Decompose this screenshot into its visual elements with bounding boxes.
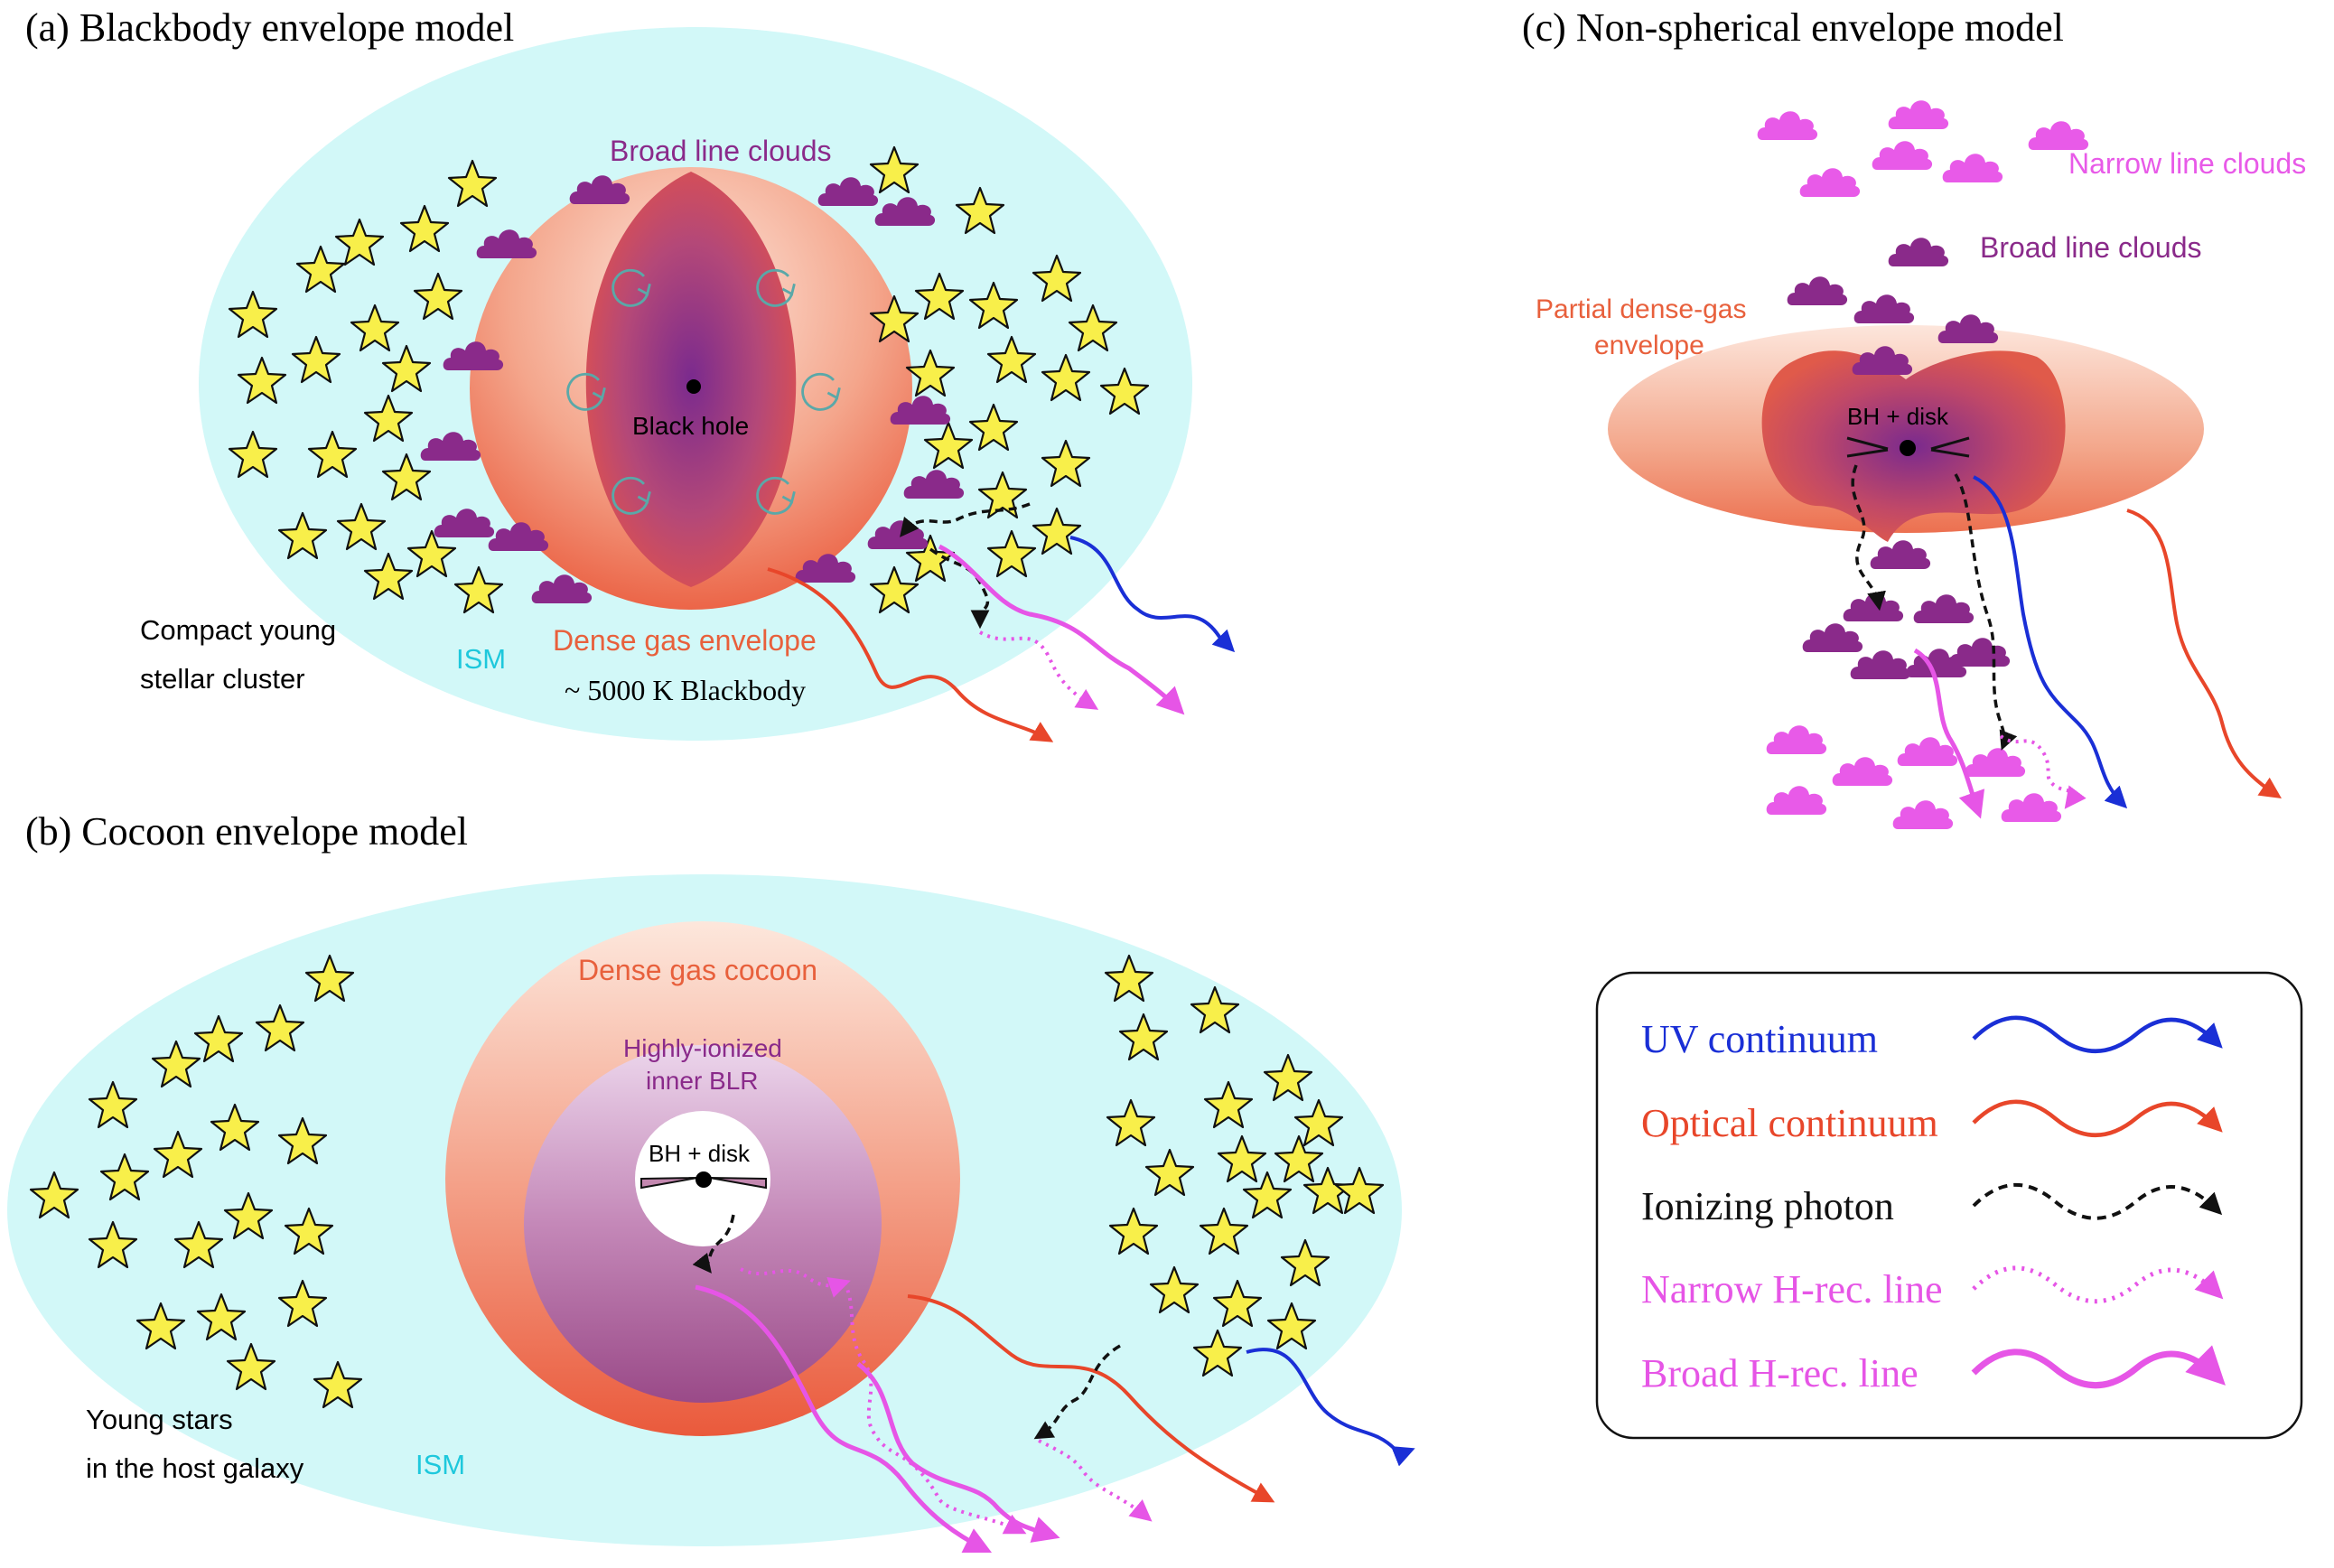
dense-gas-envelope-label: Dense gas envelope bbox=[553, 624, 817, 657]
legend-item-uv: UV continuum bbox=[1641, 1015, 2223, 1061]
ism-label-b: ISM bbox=[415, 1449, 465, 1480]
envelope-label-line1: Partial dense-gas bbox=[1536, 294, 1746, 324]
narrow-line-arrow-b2 bbox=[843, 1282, 1027, 1535]
bh-disk-label-c: BH + disk bbox=[1847, 403, 1949, 430]
ionizing-arrow-c1 bbox=[1851, 464, 1886, 611]
black-hole-dot-c bbox=[1900, 440, 1916, 456]
legend-item-broad: Broad H-rec. line bbox=[1641, 1345, 2226, 1395]
uv-arrow-b bbox=[1246, 1348, 1415, 1467]
legend-swatch-narrow bbox=[1972, 1265, 2224, 1304]
accretion-disk-right-b bbox=[709, 1177, 767, 1190]
legend: UV continuum Optical continuum Ionizing … bbox=[1595, 971, 2303, 1440]
young-stars-label-line2: in the host galaxy bbox=[86, 1452, 304, 1484]
broad-line-arrow-b1 bbox=[695, 1284, 993, 1554]
narrow-line-arrow-a bbox=[979, 630, 1099, 710]
disk-lines-right-c bbox=[1930, 436, 1970, 458]
inner-blr-label-line2: inner BLR bbox=[646, 1067, 759, 1095]
legend-label-uv: UV continuum bbox=[1641, 1017, 1878, 1061]
legend-item-optical: Optical continuum bbox=[1641, 1099, 2223, 1145]
panel-a-title: (a) Blackbody envelope model bbox=[25, 5, 514, 50]
legend-label-broad: Broad H-rec. line bbox=[1641, 1351, 1919, 1395]
broad-line-arrow-b2 bbox=[856, 1362, 1060, 1543]
panel-a: (a) Blackbody envelope model Broad line … bbox=[25, 5, 1236, 742]
broad-line-clouds-label-a: Broad line clouds bbox=[610, 135, 831, 167]
optical-arrow-a bbox=[767, 567, 1054, 742]
broad-line-clouds-label-c: Broad line clouds bbox=[1980, 231, 2201, 264]
disk-lines-left-c bbox=[1846, 436, 1889, 458]
legend-label-optical: Optical continuum bbox=[1641, 1101, 1938, 1145]
ionizing-arrow-a2 bbox=[929, 547, 990, 630]
legend-swatch-optical bbox=[1972, 1099, 2223, 1137]
cocoon-label: Dense gas cocoon bbox=[578, 954, 817, 986]
legend-swatch-broad bbox=[1971, 1345, 2226, 1389]
envelope-label-line2: envelope bbox=[1594, 331, 1704, 360]
legend-label-ionizing: Ionizing photon bbox=[1641, 1184, 1894, 1228]
optical-arrow-c bbox=[2126, 509, 2282, 798]
broad-line-arrow-a bbox=[938, 544, 1185, 715]
ism-label-a: ISM bbox=[456, 643, 506, 675]
ionizing-arrow-b2 bbox=[1033, 1344, 1121, 1440]
uv-arrow-c bbox=[1973, 475, 2128, 809]
narrow-line-arrow-c bbox=[1999, 734, 2087, 809]
panel-c-title: (c) Non-spherical envelope model bbox=[1522, 5, 2064, 50]
inner-blr-label-line1: Highly-ionized bbox=[623, 1034, 782, 1062]
optical-arrow-b bbox=[907, 1294, 1275, 1503]
panel-c: (c) Non-spherical envelope model Narrow … bbox=[1522, 5, 2306, 829]
legend-label-narrow: Narrow H-rec. line bbox=[1641, 1267, 1943, 1311]
blackbody-label: ~ 5000 K Blackbody bbox=[565, 674, 806, 706]
black-hole-dot-b bbox=[696, 1171, 712, 1188]
panel-b: (b) Cocoon envelope model Dense gas coco… bbox=[7, 809, 1415, 1554]
legend-swatch-ionizing bbox=[1972, 1182, 2223, 1220]
photon-arrows-c bbox=[1851, 464, 2282, 819]
photon-arrows-a bbox=[767, 502, 1236, 742]
cluster-label-line2: stellar cluster bbox=[140, 663, 305, 695]
ionizing-arrow-b1 bbox=[692, 1214, 735, 1274]
legend-swatch-uv bbox=[1972, 1015, 2223, 1053]
narrow-line-clouds-c-top bbox=[1757, 100, 2089, 197]
legend-item-ionizing: Ionizing photon bbox=[1641, 1182, 2223, 1228]
bh-disk-label-b: BH + disk bbox=[649, 1140, 751, 1167]
legend-item-narrow: Narrow H-rec. line bbox=[1641, 1265, 2224, 1311]
legend-box bbox=[1595, 971, 2303, 1440]
ionizing-arrow-a bbox=[900, 502, 1031, 537]
young-stars-label-line1: Young stars bbox=[86, 1404, 233, 1435]
black-hole-label: Black hole bbox=[632, 412, 749, 440]
photon-arrows-b bbox=[692, 1214, 1415, 1554]
cluster-label-line1: Compact young bbox=[140, 614, 336, 646]
narrow-line-clouds-label-c: Narrow line clouds bbox=[2068, 147, 2306, 180]
ionizing-arrow-c2 bbox=[1954, 473, 2018, 751]
uv-arrow-a bbox=[1069, 536, 1236, 653]
black-hole-region-a bbox=[585, 172, 797, 587]
accretion-disk-left-b bbox=[640, 1177, 698, 1190]
black-hole-dot-a bbox=[686, 379, 701, 394]
broad-line-arrow-c bbox=[1913, 648, 1985, 819]
panel-b-title: (b) Cocoon envelope model bbox=[25, 809, 468, 854]
